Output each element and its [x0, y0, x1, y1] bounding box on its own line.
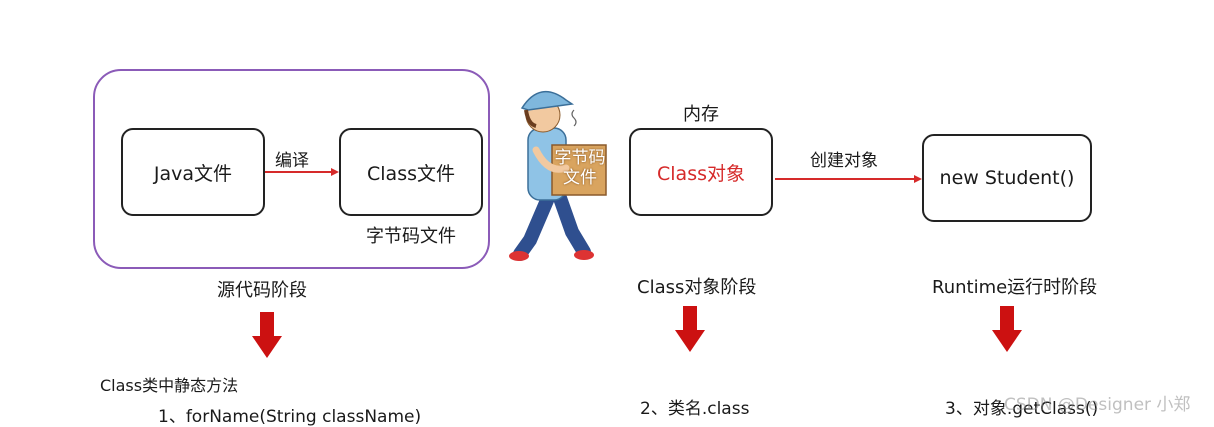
- create-object-label: 创建对象: [810, 151, 878, 171]
- class-object-label: Class对象: [657, 162, 745, 185]
- compile-label: 编译: [275, 151, 309, 171]
- method-forname: 1、forName(String className): [158, 407, 422, 427]
- down-arrow-icon: [252, 312, 282, 358]
- java-file-box: Java文件: [121, 128, 265, 216]
- down-arrow-icon: [675, 306, 705, 352]
- java-file-label: Java文件: [153, 162, 233, 185]
- class-file-box: Class文件: [339, 128, 483, 216]
- down-arrow-icon: [992, 306, 1022, 352]
- source-stage-frame: [93, 69, 490, 269]
- create-object-arrow: [775, 175, 922, 183]
- bytecode-caption: 字节码文件: [366, 226, 456, 247]
- courier-box-line2: 文件: [563, 168, 597, 188]
- runtime-stage-title: Runtime运行时阶段: [932, 277, 1098, 298]
- class-object-stage-title: Class对象阶段: [637, 277, 757, 298]
- compile-arrow: [265, 168, 339, 176]
- class-file-label: Class文件: [367, 162, 455, 185]
- courier-box-line1: 字节码: [554, 148, 606, 168]
- class-object-box: Class对象: [629, 128, 773, 216]
- source-stage-title: 源代码阶段: [217, 280, 307, 301]
- memory-label: 内存: [683, 104, 719, 125]
- method-getclass: 3、对象.getClass(): [945, 399, 1099, 419]
- watermark: CSDN @Designer 小郑: [1004, 395, 1191, 415]
- runtime-label: new Student(): [939, 167, 1075, 189]
- static-methods-heading: Class类中静态方法: [100, 376, 239, 395]
- method-class-literal: 2、类名.class: [640, 399, 750, 419]
- courier-box-text: 字节码 文件: [550, 148, 610, 188]
- runtime-box: new Student(): [922, 134, 1092, 222]
- courier-figure-icon: [509, 91, 607, 261]
